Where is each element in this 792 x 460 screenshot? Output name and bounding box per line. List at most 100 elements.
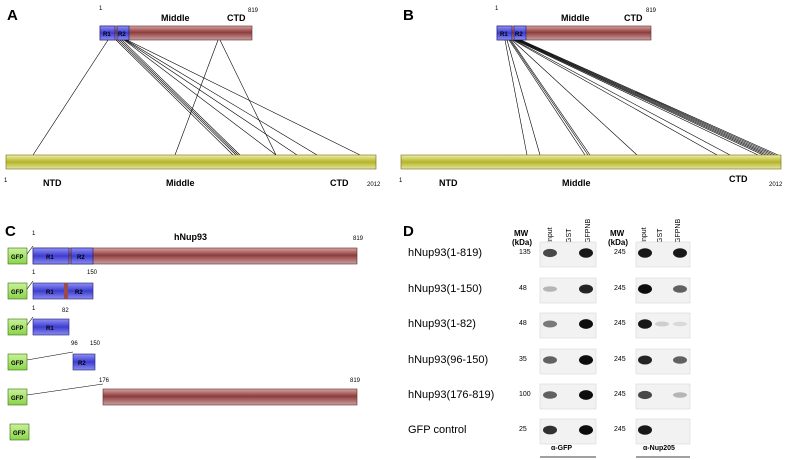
panel-d: D MW (kDa) MW (kDa) Input GST GFPNB Inpu… xyxy=(403,219,691,458)
nup205-end-label: 2012 xyxy=(367,182,381,188)
start-label: 1 xyxy=(32,231,36,237)
mw-marker-left: 35 xyxy=(519,356,527,363)
start-label: 1 xyxy=(32,306,36,312)
gfp-label: GFP xyxy=(11,255,23,261)
mw-unit-left: (kDa) xyxy=(512,238,532,247)
mw-marker-left: 25 xyxy=(519,426,527,433)
blot-band xyxy=(673,285,687,293)
blot-band xyxy=(579,284,593,294)
blot-band xyxy=(655,321,669,327)
r2-label: R2 xyxy=(78,361,86,367)
gfp-label: GFP xyxy=(11,290,23,296)
blot-band xyxy=(579,355,593,365)
row-label: hNup93(1-82) xyxy=(408,318,476,330)
blot-band xyxy=(638,248,652,258)
blot-band xyxy=(543,320,557,328)
nup205-start-label: 1 xyxy=(399,178,403,184)
blot-band xyxy=(673,392,687,398)
blot-band xyxy=(543,425,557,435)
r1-label: R1 xyxy=(46,290,54,296)
nup205-start-label: 1 xyxy=(4,178,8,184)
blot-band xyxy=(638,390,652,400)
row-label: GFP control xyxy=(408,424,467,436)
blot-band xyxy=(579,425,593,435)
gfp-tag xyxy=(7,353,28,371)
construct-1-82: GFP 1 82 R1 xyxy=(7,306,69,336)
nup93-ctd-label: CTD xyxy=(624,13,643,23)
lane-input-right: Input xyxy=(641,227,648,243)
r1-label: R1 xyxy=(46,255,54,261)
nup205-end-label: 2012 xyxy=(769,182,783,188)
mw-header-left: MW xyxy=(514,229,529,238)
nup93-end-label: 819 xyxy=(248,8,259,14)
mw-unit-right: (kDa) xyxy=(608,238,628,247)
linker-line xyxy=(26,245,34,255)
nup93-start-label: 1 xyxy=(495,6,499,12)
row-label: hNup93(176-819) xyxy=(408,389,494,401)
mw-marker-left: 48 xyxy=(519,320,527,327)
gfp-tag xyxy=(7,282,28,300)
end-label: 150 xyxy=(90,341,101,347)
panel-d-letter: D xyxy=(403,223,414,240)
gfp-label: GFP xyxy=(13,431,25,437)
blot-band xyxy=(673,356,687,364)
row-label: hNup93(1-150) xyxy=(408,283,482,295)
gfp-tag xyxy=(7,247,28,265)
start-label: 96 xyxy=(71,341,78,347)
blot-band xyxy=(638,355,652,365)
r2-domain xyxy=(72,353,96,371)
mw-marker-left: 135 xyxy=(519,249,531,256)
blot-band xyxy=(579,248,593,258)
linker-line xyxy=(26,351,74,361)
linker-line xyxy=(26,316,34,326)
r2-label: R2 xyxy=(515,32,523,38)
construct-176-819: GFP 176 819 xyxy=(7,378,361,406)
blot-row: hNup93(96-150) 35 245 xyxy=(408,348,691,375)
r2-label: R2 xyxy=(77,255,85,261)
start-label: 1 xyxy=(32,270,36,276)
r1-label: R1 xyxy=(46,326,54,332)
lane-gfpnb-left: GFPNB xyxy=(585,219,592,243)
blot-row: hNup93(176-819) 100 245 xyxy=(408,383,691,410)
nup205-ntd-label: NTD xyxy=(439,178,458,188)
r1-r2-domain xyxy=(32,282,94,300)
row-label: hNup93(96-150) xyxy=(408,354,488,366)
mw-marker-left: 48 xyxy=(519,285,527,292)
lane-gst-right: GST xyxy=(657,228,664,243)
blot-band xyxy=(579,319,593,329)
nup205-ctd-label: CTD xyxy=(330,178,349,188)
r2-label: R2 xyxy=(118,32,126,38)
start-label: 176 xyxy=(99,378,110,384)
nup93-ctd-label: CTD xyxy=(227,13,246,23)
nup205-middle-label: Middle xyxy=(166,178,195,188)
nup205-middle-label: Middle xyxy=(562,178,591,188)
construct-1-819: GFP 1 819 R1 R2 xyxy=(7,231,364,265)
r1-label: R1 xyxy=(500,32,508,38)
antibody-label-left: α-GFP xyxy=(551,445,573,452)
end-label: 819 xyxy=(353,236,364,242)
mw-marker-left: 100 xyxy=(519,391,531,398)
antibody-label-right: α-Nup205 xyxy=(643,445,675,452)
lane-gfpnb-right: GFPNB xyxy=(675,219,682,243)
blot-band xyxy=(543,248,557,258)
gfp-tag xyxy=(7,318,28,336)
gfp-tag xyxy=(7,388,28,406)
blot-band xyxy=(579,390,593,400)
r2-label: R2 xyxy=(75,290,83,296)
mw-marker-right: 245 xyxy=(614,391,626,398)
r-linker xyxy=(64,283,68,299)
panel-b: B 1 819 Middle CTD R1 R2 1 2012 xyxy=(399,6,783,188)
r1-domain xyxy=(32,247,70,265)
blot-row: hNup93(1-82) 48 245 xyxy=(408,312,691,339)
nup205-bar xyxy=(5,154,377,170)
linker-line xyxy=(26,280,34,290)
mw-marker-right: 245 xyxy=(614,356,626,363)
nup93-bar xyxy=(102,388,358,406)
crosslink-lines-b xyxy=(504,39,779,156)
crosslink-lines-a xyxy=(32,39,361,156)
mw-header-right: MW xyxy=(610,229,625,238)
mw-marker-right: 245 xyxy=(614,320,626,327)
